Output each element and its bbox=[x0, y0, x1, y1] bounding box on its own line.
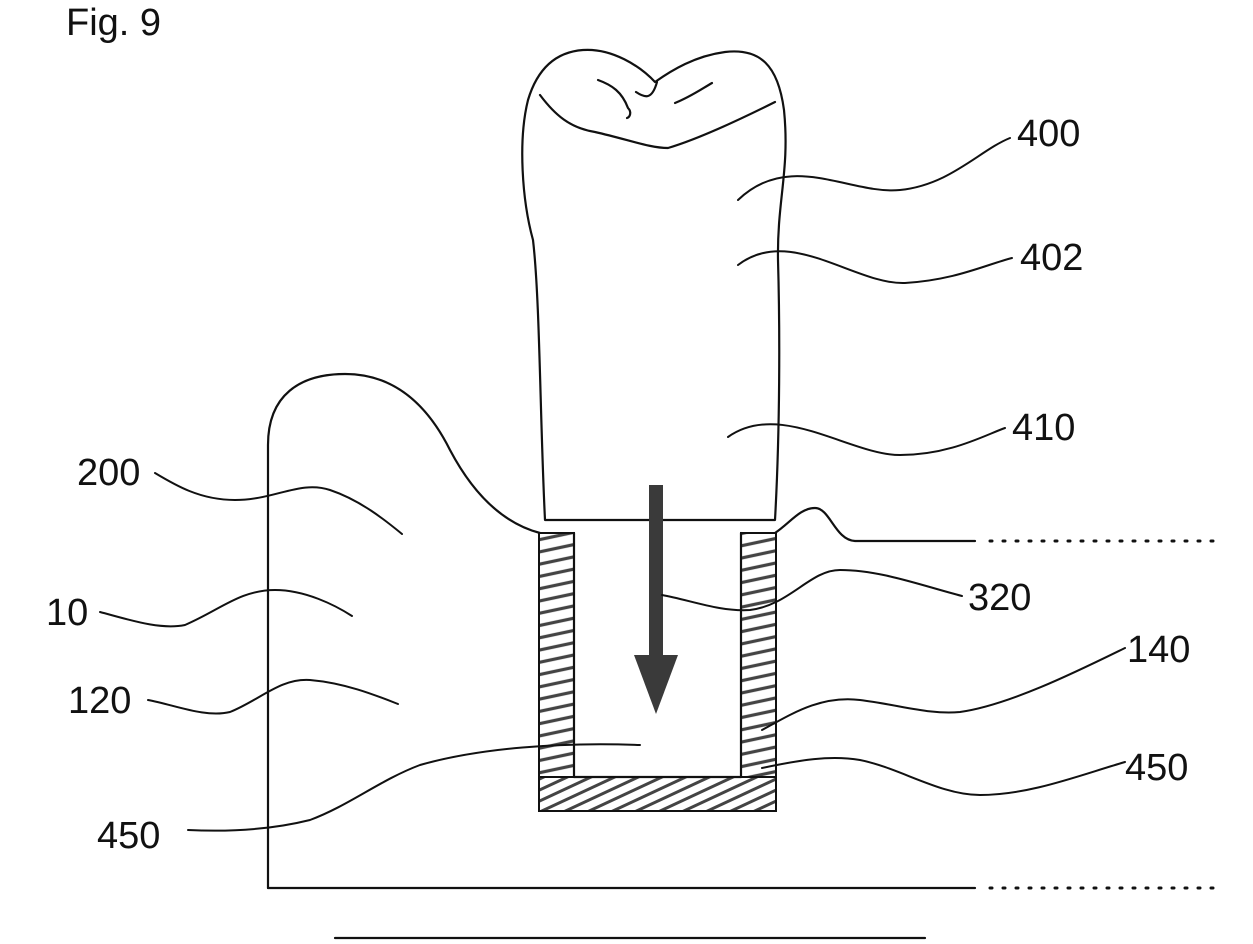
gum-right-outline bbox=[775, 508, 975, 541]
label-200: 200 bbox=[77, 452, 140, 494]
socket-bottom bbox=[539, 777, 776, 811]
label-10: 10 bbox=[46, 592, 88, 634]
label-450-left: 450 bbox=[97, 815, 160, 857]
socket-right-wall bbox=[741, 533, 776, 811]
leader-450-right bbox=[762, 758, 1125, 795]
tooth bbox=[522, 50, 785, 520]
jaw-outline bbox=[268, 374, 540, 888]
leader-120 bbox=[148, 680, 398, 714]
leader-410 bbox=[728, 424, 1005, 455]
label-402: 402 bbox=[1020, 237, 1083, 279]
leader-400 bbox=[738, 138, 1010, 200]
socket-left-wall bbox=[539, 533, 574, 811]
label-320: 320 bbox=[968, 577, 1031, 619]
label-450-right: 450 bbox=[1125, 747, 1188, 789]
tooth-fissure-center bbox=[636, 82, 657, 96]
figure-title: Fig. 9 bbox=[66, 2, 161, 44]
tooth-fissure-left bbox=[598, 80, 630, 118]
tooth-fissure-right bbox=[675, 83, 712, 103]
tooth-outline bbox=[522, 50, 785, 520]
label-410: 410 bbox=[1012, 407, 1075, 449]
leader-10 bbox=[100, 590, 352, 626]
label-120: 120 bbox=[68, 680, 131, 722]
leader-140 bbox=[762, 648, 1125, 730]
tooth-crown-line bbox=[540, 95, 775, 148]
label-140: 140 bbox=[1127, 629, 1190, 671]
leader-200 bbox=[155, 473, 402, 534]
label-400: 400 bbox=[1017, 113, 1080, 155]
